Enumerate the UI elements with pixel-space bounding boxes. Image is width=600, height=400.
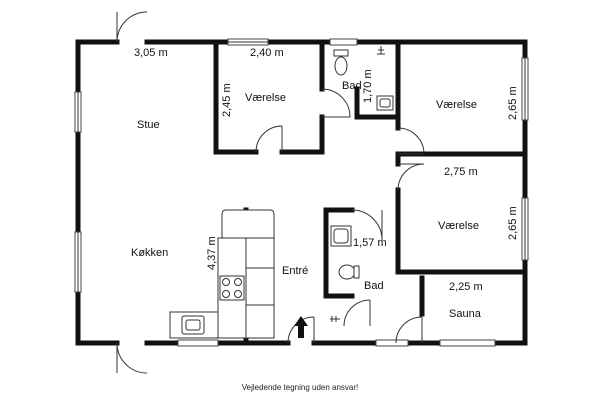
dimension-vaerelse-2-3-width: 2,75 m <box>444 166 478 178</box>
room-label-koekken: Køkken <box>131 247 168 259</box>
room-label-entre: Entré <box>282 265 308 277</box>
room-label-sauna: Sauna <box>449 308 482 320</box>
dimension-vaerelse-2-depth: 2,65 m <box>507 86 519 120</box>
shower-icon-bad-2 <box>330 316 340 322</box>
dimension-sauna-width: 2,25 m <box>449 281 483 293</box>
dimension-koekken-depth: 4,37 m <box>206 236 218 270</box>
shower-icon-bad-1 <box>377 46 385 55</box>
room-label-bad-1: Bad <box>342 80 362 92</box>
room-label-stue: Stue <box>137 119 160 131</box>
room-label-vaerelse-1: Værelse <box>245 92 286 104</box>
entrance-arrow-icon <box>294 316 308 338</box>
dimension-bad-2-width: 1,57 m <box>353 237 387 249</box>
toilet-icon-bad-1 <box>333 49 349 76</box>
kitchen-sink-icon <box>181 315 205 335</box>
exterior-walls <box>75 39 528 346</box>
room-label-vaerelse-3: Værelse <box>438 220 479 232</box>
dimension-vaerelse-3-depth: 2,65 m <box>507 206 519 240</box>
dimension-vaerelse-1-width: 2,40 m <box>250 47 284 59</box>
stove-icon <box>219 275 245 301</box>
disclaimer-footer: Vejledende tegning uden ansvar! <box>241 383 359 392</box>
room-label-bad-2: Bad <box>364 280 384 292</box>
washbasin-icon-bad-2 <box>330 225 352 247</box>
washbasin-icon-bad-1 <box>376 95 394 111</box>
dimension-bad-1-depth: 1,70 m <box>362 69 374 103</box>
exterior-doors <box>116 11 315 374</box>
toilet-icon-bad-2 <box>338 264 360 280</box>
dimension-vaerelse-1-depth: 2,45 m <box>221 83 233 117</box>
room-label-vaerelse-2: Værelse <box>436 99 477 111</box>
dimension-stue-width: 3,05 m <box>134 47 168 59</box>
interior-doors <box>255 88 425 344</box>
windows <box>74 38 529 347</box>
